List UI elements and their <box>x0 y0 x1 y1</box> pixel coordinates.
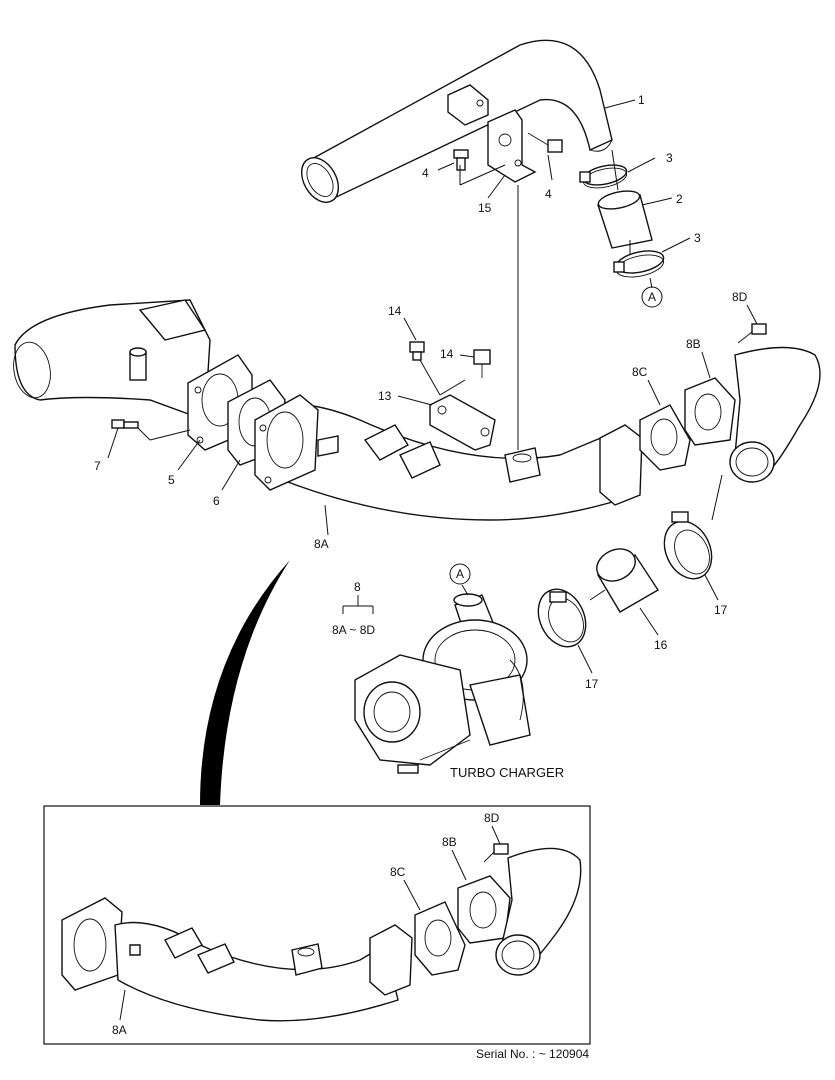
part-8b-elbow <box>684 346 821 483</box>
bolt-14-right <box>473 349 491 378</box>
reference-marker-a <box>641 286 663 308</box>
callout-2: 2 <box>676 192 683 206</box>
part-15-bracket <box>487 109 537 183</box>
part-13-bracket <box>429 394 496 451</box>
callout-3: 3 <box>694 231 701 245</box>
reference-marker-label: A <box>648 290 656 304</box>
part-17-clamp-left <box>537 588 587 648</box>
callout-16: 16 <box>654 638 668 652</box>
callout-8b: 8B <box>686 337 701 351</box>
callout-4: 4 <box>422 166 429 180</box>
serial-number: Serial No. : ~ 120904 <box>476 1047 589 1061</box>
inset-callout-8c: 8C <box>390 865 406 879</box>
callout-1: 1 <box>638 93 645 107</box>
part-8a-inlet-flange <box>254 394 319 491</box>
turbo-charger <box>354 593 531 774</box>
inset-bolt-8d <box>483 843 509 863</box>
inset-callout-8b: 8B <box>442 835 457 849</box>
inset-callout-8a: 8A <box>112 1023 127 1037</box>
inset-callout-8d: 8D <box>484 811 500 825</box>
leader-line <box>711 474 723 521</box>
callout-4: 4 <box>545 187 552 201</box>
callout-7: 7 <box>94 459 101 473</box>
part-17-clamp-right <box>663 511 713 580</box>
reference-marker-a <box>449 563 471 585</box>
part-1-upper-pipe <box>300 39 613 203</box>
callout-14: 14 <box>388 304 402 318</box>
inset-part-8b-elbow <box>457 847 582 976</box>
inset-pointer-swoosh <box>200 560 290 805</box>
bolt-14-left <box>409 341 425 361</box>
callout-8-range: 8A ~ 8D <box>332 623 375 637</box>
reference-marker-label: A <box>456 567 464 581</box>
turbo-charger-label: TURBO CHARGER <box>450 765 564 780</box>
callout-17: 17 <box>714 603 728 617</box>
bolt-7 <box>111 419 139 429</box>
part-3-clamp-lower <box>613 250 665 278</box>
inset-part-8a-pipe <box>61 897 413 1022</box>
callout-8a: 8A <box>314 537 329 551</box>
callout-15: 15 <box>478 201 492 215</box>
callout-17: 17 <box>585 677 599 691</box>
callout-8d: 8D <box>732 290 748 304</box>
callout-labels: 1 3 2 3 A 4 4 15 14 14 13 8D 8B 8C 7 5 6… <box>94 93 748 780</box>
bolt-4-right <box>527 132 563 153</box>
callout-8c: 8C <box>632 365 648 379</box>
part-8c-gasket <box>639 404 691 471</box>
inset-part-8c-gasket <box>414 901 466 976</box>
callout-6: 6 <box>213 494 220 508</box>
callout-3: 3 <box>666 151 673 165</box>
bolt-4-left <box>453 149 469 171</box>
part-16-hose <box>596 548 659 613</box>
part-2-hose <box>597 190 653 249</box>
callout-5: 5 <box>168 473 175 487</box>
callout-14: 14 <box>440 347 454 361</box>
callout-13: 13 <box>378 389 392 403</box>
part-8a-main-pipe <box>13 299 643 521</box>
leader-line <box>611 149 619 191</box>
inset-leaders <box>119 825 501 1021</box>
callout-leaders <box>107 99 758 674</box>
leader-line <box>589 589 606 601</box>
bolt-8d <box>737 323 767 344</box>
callout-8: 8 <box>354 580 361 594</box>
part-3-clamp-upper <box>579 164 628 189</box>
